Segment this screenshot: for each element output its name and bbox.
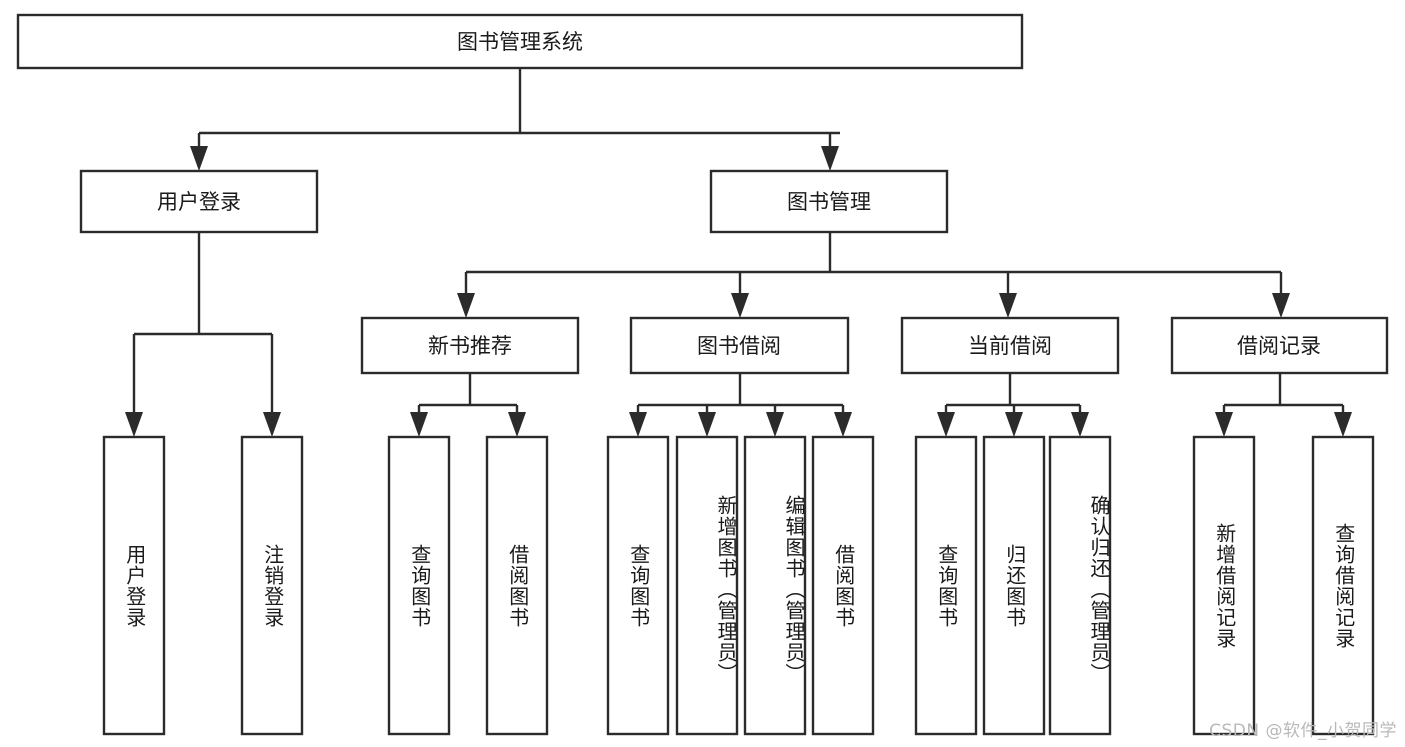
node-box-borrow-add-book[interactable] (675, 435, 739, 736)
node-box-root[interactable] (16, 13, 1024, 70)
node-box-current-borrow[interactable] (900, 316, 1120, 375)
node-label-root: 图书管理系统 (457, 30, 583, 54)
arrow-head-user-login (190, 146, 208, 171)
node-box-borrow-records[interactable] (1170, 316, 1389, 375)
node-box-book-borrow[interactable] (629, 316, 850, 375)
arrow-head-records-add (1215, 412, 1233, 437)
arrow-head-book-borrow (731, 293, 749, 318)
node-label-new-book-recommend: 新书推荐 (428, 334, 512, 358)
arrow-head-user-login-login (125, 412, 143, 437)
node-label-borrow-records: 借阅记录 (1237, 334, 1321, 358)
node-label-current-borrow: 当前借阅 (968, 334, 1052, 358)
arrow-head-recommend-query-book (410, 412, 428, 437)
node-box-recommend-query-book[interactable] (387, 435, 451, 736)
watermark-text: CSDN @软件_小贺同学 (1209, 721, 1397, 741)
node-box-user-login[interactable] (79, 169, 319, 234)
node-box-records-query[interactable] (1311, 435, 1375, 736)
arrow-head-current-borrow (999, 293, 1017, 318)
arrow-head-borrow-borrow-book (834, 412, 852, 437)
arrow-head-borrow-query-book (629, 412, 647, 437)
node-box-borrow-borrow-book[interactable] (811, 435, 875, 736)
arrow-head-current-return-book (1005, 412, 1023, 437)
node-box-recommend-borrow-book[interactable] (485, 435, 549, 736)
node-box-borrow-edit-book[interactable] (743, 435, 807, 736)
connector-group-new-book-recommend (410, 373, 526, 437)
node-box-records-add[interactable] (1192, 435, 1256, 736)
arrow-head-borrow-add-book (698, 412, 716, 437)
connector-group-current-borrow (937, 373, 1089, 437)
node-box-borrow-query-book[interactable] (606, 435, 670, 736)
node-box-current-query-book[interactable] (914, 435, 978, 736)
arrow-head-records-query (1334, 412, 1352, 437)
connector-group-borrow-records (1215, 373, 1352, 437)
node-box-new-book-recommend[interactable] (360, 316, 580, 375)
connector-group-user-login (125, 232, 281, 437)
arrow-head-current-query-book (937, 412, 955, 437)
arrow-head-recommend-borrow-book (508, 412, 526, 437)
node-box-user-login-login[interactable] (102, 435, 166, 736)
connector-group-book-management (457, 232, 1290, 318)
arrow-head-borrow-edit-book (766, 412, 784, 437)
node-box-book-management[interactable] (709, 169, 949, 234)
arrow-head-user-login-logout (263, 412, 281, 437)
node-label-user-login: 用户登录 (157, 190, 241, 214)
arrow-head-new-book-recommend (457, 293, 475, 318)
arrow-head-book-management (821, 146, 839, 171)
node-label-book-borrow: 图书借阅 (697, 334, 781, 358)
node-label-book-management: 图书管理 (787, 190, 871, 214)
connector-group-book-borrow (629, 373, 852, 437)
arrow-head-borrow-records (1272, 293, 1290, 318)
node-box-current-return-book[interactable] (982, 435, 1046, 736)
arrow-head-current-confirm-return (1071, 412, 1089, 437)
connector-group-root (190, 68, 840, 171)
node-box-current-confirm-return[interactable] (1048, 435, 1112, 736)
node-box-user-login-logout[interactable] (240, 435, 304, 736)
